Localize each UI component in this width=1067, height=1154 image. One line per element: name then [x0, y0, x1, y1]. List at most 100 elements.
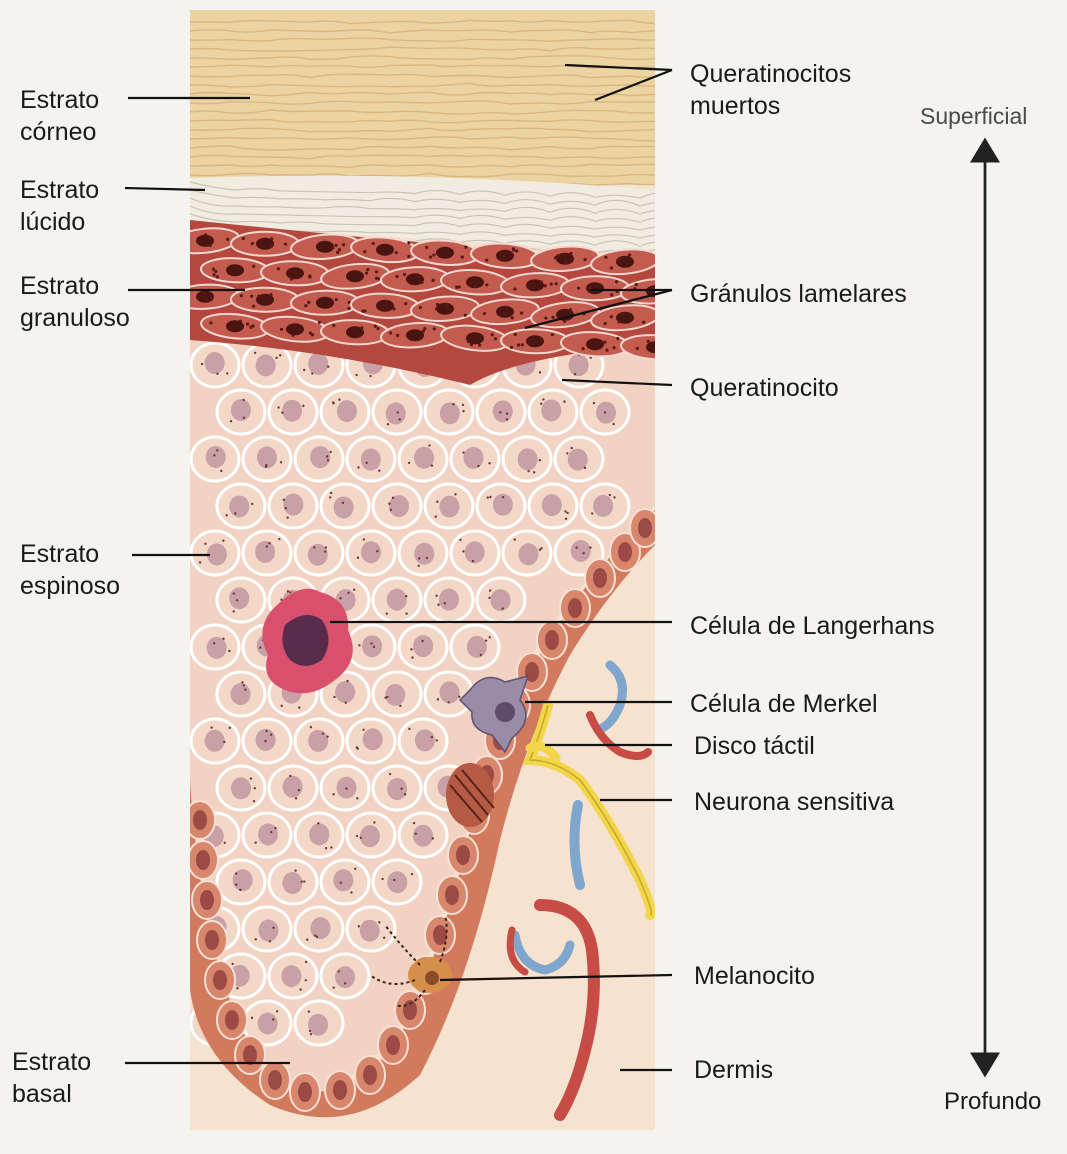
lamellar-granule	[642, 321, 645, 324]
spinous-cell-granule	[345, 787, 347, 789]
spinous-cell-granule	[310, 726, 312, 728]
spinous-cell-granule	[435, 594, 437, 596]
basal-cell-nucleus	[593, 568, 607, 588]
lamellar-granule	[280, 328, 283, 331]
spinous-cell-granule	[542, 398, 544, 400]
label-celula-merkel: Célula de Merkel	[690, 688, 878, 720]
stratum-corneum	[190, 10, 655, 185]
spinous-cell-granule	[462, 410, 464, 412]
spinous-cell-granule	[235, 872, 237, 874]
spinous-cell-nucleus	[231, 777, 251, 799]
spinous-cell-granule	[327, 459, 329, 461]
basal-cell-nucleus	[445, 885, 459, 905]
lamellar-granule	[365, 272, 368, 275]
spinous-cell-granule	[591, 512, 593, 514]
spinous-cell-granule	[254, 841, 256, 843]
spinous-cell-granule	[428, 444, 430, 446]
basal-cell-nucleus	[193, 810, 207, 830]
spinous-cell-nucleus	[337, 400, 357, 422]
spinous-cell-granule	[222, 638, 224, 640]
spinous-cell-granule	[226, 372, 228, 374]
basal-cell-nucleus	[618, 542, 632, 562]
lamellar-granule	[270, 237, 273, 240]
spinous-cell-granule	[431, 736, 433, 738]
spinous-cell-granule	[310, 1033, 312, 1035]
spinous-cell-granule	[539, 459, 541, 461]
label-estrato-lucido: Estrato lúcido	[20, 174, 99, 238]
spinous-cell-nucleus	[229, 587, 249, 609]
spinous-cell-granule	[327, 365, 329, 367]
lamellar-granule	[676, 293, 679, 296]
spinous-cell-granule	[404, 793, 406, 795]
spinous-cell-nucleus	[518, 448, 538, 470]
basal-cell-nucleus	[545, 630, 559, 650]
lamellar-granule	[294, 270, 297, 273]
spinous-cell-granule	[250, 777, 252, 779]
lamellar-granule	[407, 255, 410, 258]
lamellar-granule	[461, 255, 464, 258]
spinous-cell-granule	[575, 547, 577, 549]
spinous-cell-granule	[303, 369, 305, 371]
spinous-cell-granule	[302, 405, 304, 407]
spinous-cell-granule	[338, 970, 340, 972]
spinous-cell-nucleus	[308, 544, 328, 566]
spinous-cell-granule	[612, 423, 614, 425]
spinous-cell-nucleus	[335, 966, 355, 988]
spinous-cell-granule	[381, 878, 383, 880]
spinous-cell-nucleus	[231, 683, 251, 705]
spinous-cell-nucleus	[439, 496, 459, 518]
lamellar-granule	[511, 316, 514, 319]
spinous-cell-granule	[506, 418, 508, 420]
lamellar-granule	[563, 320, 566, 323]
lamellar-granule	[209, 244, 212, 247]
spinous-cell-granule	[613, 496, 615, 498]
spinous-cell-granule	[408, 728, 410, 730]
spinous-cell-nucleus	[256, 729, 276, 751]
lamellar-granule	[242, 237, 245, 240]
spinous-cell-granule	[358, 925, 360, 927]
lamellar-granule	[395, 251, 398, 254]
lamellar-granule	[338, 248, 341, 251]
spinous-cell-granule	[571, 447, 573, 449]
spinous-cell-nucleus	[439, 589, 459, 611]
lamellar-granule	[209, 321, 212, 324]
lamellar-granule	[309, 331, 312, 334]
lamellar-granule	[485, 259, 488, 262]
spinous-cell-granule	[229, 727, 231, 729]
lamellar-granule	[269, 293, 272, 296]
lamellar-granule	[544, 316, 547, 319]
spinous-cell-nucleus	[387, 778, 407, 800]
lamellar-granule	[336, 251, 339, 254]
basal-cell-nucleus	[363, 1065, 377, 1085]
spinous-cell-nucleus	[440, 681, 460, 703]
lamellar-granule	[249, 326, 252, 329]
lamellar-granule	[551, 333, 554, 336]
lamellar-granule	[569, 252, 572, 255]
lamellar-granule	[551, 316, 554, 319]
spinous-cell-granule	[281, 705, 283, 707]
lamellar-granule	[213, 273, 216, 276]
lamellar-granule	[226, 238, 229, 241]
lamellar-granule	[429, 255, 432, 258]
lamellar-granule	[304, 304, 307, 307]
spinous-cell-granule	[487, 496, 489, 498]
lamellar-granule	[604, 256, 607, 259]
spinous-cell-granule	[317, 822, 319, 824]
lamellar-granule	[666, 342, 669, 345]
spinous-cell-nucleus	[282, 872, 302, 894]
spinous-cell-granule	[362, 729, 364, 731]
lamellar-granule	[583, 258, 586, 261]
lamellar-granule	[277, 267, 280, 270]
lamellar-granule	[618, 320, 621, 323]
spinous-cell-nucleus	[362, 635, 382, 657]
spinous-cell-granule	[418, 557, 420, 559]
spinous-cell-granule	[437, 698, 439, 700]
spinous-cell-granule	[213, 642, 215, 644]
spinous-cell-nucleus	[231, 399, 251, 421]
spinous-cell-granule	[233, 610, 235, 612]
spinous-cell-granule	[564, 510, 566, 512]
spinous-cell-granule	[390, 509, 392, 511]
label-melanocito: Melanocito	[694, 960, 815, 992]
spinous-cell-granule	[489, 589, 491, 591]
spinous-cell-granule	[326, 735, 328, 737]
